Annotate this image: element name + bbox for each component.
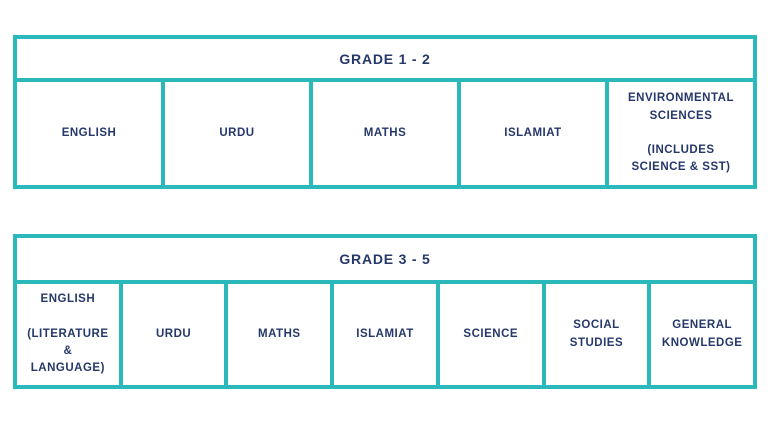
grade-1-2-title: GRADE 1 - 2 [339,50,431,67]
grade-1-2-subjects-row: ENGLISH URDU MATHS ISLAMIAT ENVIRONMENTA… [17,82,753,185]
subject-label: ENGLISH [61,126,117,139]
subject-cell-urdu: URDU [165,82,313,185]
grade-3-5-title: GRADE 3 - 5 [339,251,431,267]
grade-3-5-table: GRADE 3 - 5 ENGLISH (LITERATURE & LANGUA… [13,234,757,389]
grade-3-5-header: GRADE 3 - 5 [17,238,753,284]
subject-cell-maths: MATHS [228,284,335,385]
subject-label: MATHS [363,126,407,139]
subject-cell-urdu: URDU [123,284,229,385]
subject-cell-islamiat: ISLAMIAT [461,82,609,185]
subject-label: ISLAMIAT [356,327,414,340]
subject-label: URDU [219,126,255,139]
subject-cell-environmental-sciences: ENVIRONMENTAL SCIENCES (INCLUDES SCIENCE… [609,82,753,185]
subject-label: GENERAL KNOWLEDGE [661,319,743,349]
subject-cell-english-literature-language: ENGLISH (LITERATURE & LANGUAGE) [17,284,123,385]
subject-label: SCIENCE [463,327,519,340]
subject-label: ENGLISH (LITERATURE & LANGUAGE) [27,293,109,375]
subject-cell-social-studies: SOCIAL STUDIES [546,284,652,385]
subject-label: ENVIRONMENTAL SCIENCES (INCLUDES SCIENCE… [628,92,734,174]
subject-cell-islamiat: ISLAMIAT [334,284,440,385]
subject-label: ISLAMIAT [504,126,562,139]
subject-cell-science: SCIENCE [440,284,546,385]
grade-1-2-table: GRADE 1 - 2 ENGLISH URDU MATHS ISLAMIAT … [13,35,757,189]
grade-1-2-header: GRADE 1 - 2 [17,39,753,82]
grade-3-5-subjects-row: ENGLISH (LITERATURE & LANGUAGE) URDU MAT… [17,284,753,385]
subject-label: URDU [155,327,192,340]
subject-label: SOCIAL STUDIES [569,319,624,349]
subject-cell-maths: MATHS [313,82,461,185]
subject-label: MATHS [258,327,301,340]
subject-cell-general-knowledge: GENERAL KNOWLEDGE [651,284,753,385]
subject-cell-english: ENGLISH [17,82,165,185]
